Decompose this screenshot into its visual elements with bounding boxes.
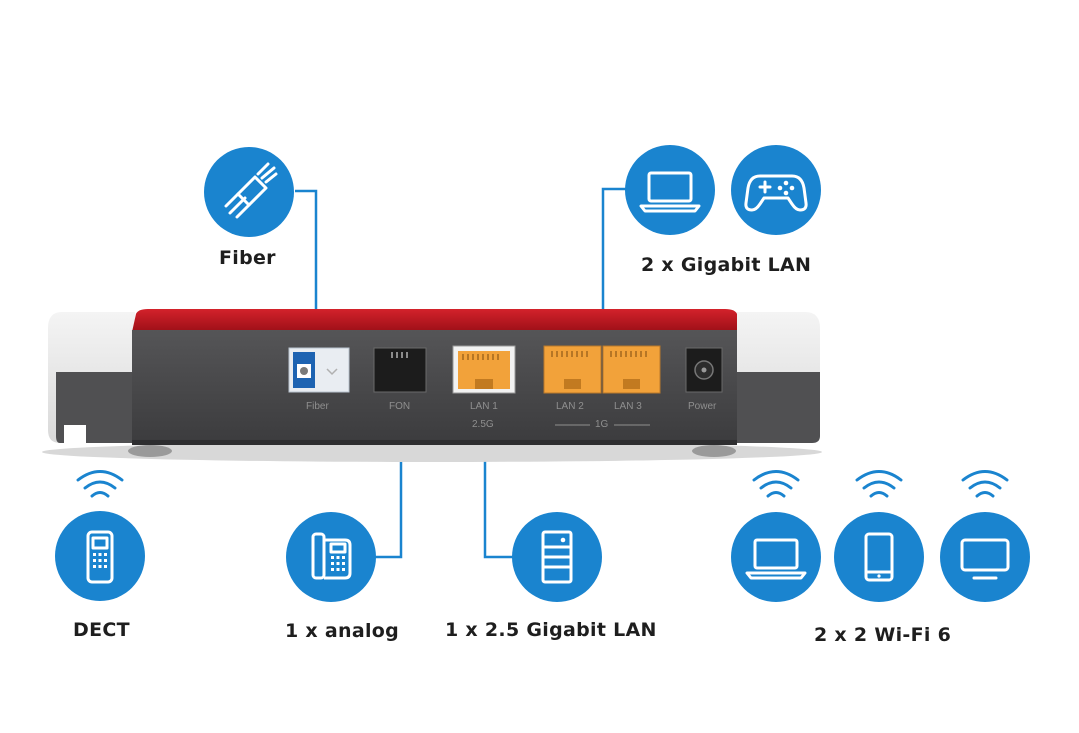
router bbox=[42, 309, 822, 462]
fon-port-label: FON bbox=[389, 401, 411, 412]
wifi-signal-icon bbox=[76, 470, 124, 498]
gigabit-lan-connector bbox=[601, 187, 626, 310]
lan2-port bbox=[543, 345, 602, 394]
wifi-laptop-icon bbox=[731, 512, 821, 602]
fiber-port-label: Fiber bbox=[306, 401, 329, 412]
analog-label: 1 x analog bbox=[285, 620, 400, 642]
fon-port bbox=[373, 347, 427, 393]
cordless-phone-icon bbox=[55, 511, 145, 601]
lan2-port-label: LAN 2 bbox=[556, 401, 584, 412]
lan3-port bbox=[602, 345, 661, 394]
dect-label: DECT bbox=[73, 619, 130, 641]
lan-group-label: 1G bbox=[595, 419, 609, 430]
fiber-port bbox=[288, 347, 350, 393]
server-icon bbox=[512, 512, 602, 602]
fiber-cable-icon bbox=[204, 147, 294, 237]
router-red-top bbox=[132, 309, 737, 332]
smartphone-icon bbox=[834, 512, 924, 602]
lan25-label: 1 x 2.5 Gigabit LAN bbox=[445, 619, 657, 641]
fiber-connector bbox=[295, 189, 318, 310]
desk-phone-icon bbox=[286, 512, 376, 602]
power-port bbox=[685, 347, 723, 393]
laptop-icon bbox=[625, 145, 715, 235]
router-right-cap bbox=[735, 312, 820, 443]
wifi-label: 2 x 2 Wi-Fi 6 bbox=[814, 624, 952, 646]
analog-connector bbox=[375, 443, 403, 559]
power-port-label: Power bbox=[688, 401, 717, 412]
fiber-label: Fiber bbox=[219, 247, 276, 269]
lan1-port-label: LAN 1 bbox=[470, 401, 498, 412]
lan1-speed-label: 2.5G bbox=[472, 419, 494, 430]
gigabit-lan-label: 2 x Gigabit LAN bbox=[641, 254, 812, 276]
wifi-signal-icons bbox=[752, 470, 1009, 498]
router-left-cap bbox=[48, 312, 135, 443]
lan3-port-label: LAN 3 bbox=[614, 401, 642, 412]
gamepad-icon bbox=[731, 145, 821, 235]
lan1-port bbox=[452, 345, 516, 394]
tv-icon bbox=[940, 512, 1030, 602]
